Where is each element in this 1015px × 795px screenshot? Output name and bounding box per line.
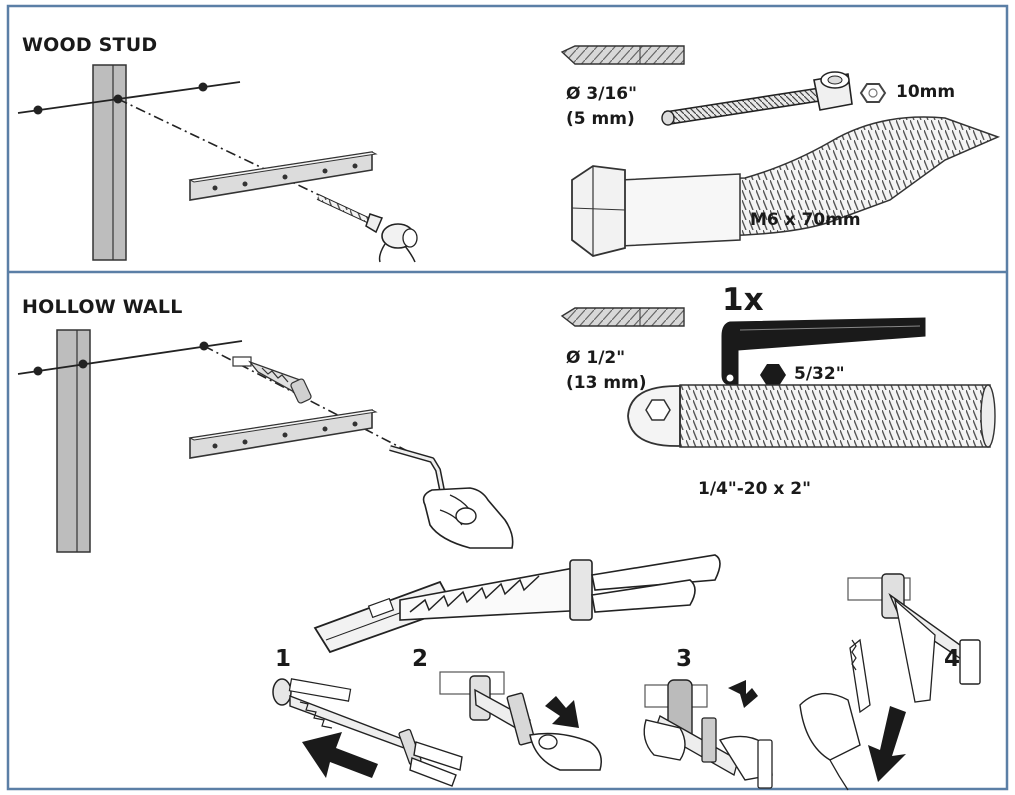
drill-bit-5mm-icon [560,45,685,65]
drill-bit-13mm-icon [560,307,685,327]
lag-bolt-install-illustration [316,194,418,263]
wood-bracket-illustration [188,151,378,201]
step-number: 4 [944,646,961,672]
hollow-bracket-illustration [188,409,378,459]
hex-key-icon [721,317,926,386]
hand-with-hex-key-illustration [389,445,514,549]
wood-drill-mm-label: (5 mm) [566,109,635,129]
step-3-illustration [643,679,773,789]
m6-lag-bolt-icon [571,116,1001,257]
toggle-anchor-large-illustration [313,554,721,654]
machine-screw-icon [627,384,996,448]
hollow-wall-title: HOLLOW WALL [22,296,183,318]
alignment-line [117,98,341,206]
hollow-drill-mm-label: (13 mm) [566,373,647,393]
arrow-pull-out-icon [545,696,579,728]
hex-socket-icon [645,399,671,421]
step-number: 2 [412,646,429,672]
quantity-label: 1x [722,282,764,318]
step-number: 3 [676,646,693,672]
wood-stud-title: WOOD STUD [22,34,158,56]
wood-drill-size-label: Ø 3/16" [566,84,637,104]
machine-screw-label: 1/4"-20 x 2" [698,479,811,499]
hex-key-size-label: 5/32" [794,364,845,384]
lag-bolt-label: M6 x 70mm [750,210,861,230]
wood-stud-wall-illustration [17,64,341,261]
step-2-illustration [439,671,602,771]
step-4-illustration [799,573,981,791]
arrow-pull-down-icon [868,706,906,782]
outer-frame [6,4,1009,791]
hex-size-icon [760,364,786,386]
step-number: 1 [275,646,292,672]
hollow-wall-illustration [17,329,416,553]
wood-stud [92,64,127,261]
socket-wrench-icon [661,71,853,126]
toggle-anchor-small [232,356,312,404]
arrow-push-icon [302,732,378,778]
step-1-illustration [272,678,463,787]
hollow-drill-size-label: Ø 1/2" [566,348,626,368]
nut-size-label: 10mm [896,82,956,102]
arrow-push-in-icon [728,680,758,708]
